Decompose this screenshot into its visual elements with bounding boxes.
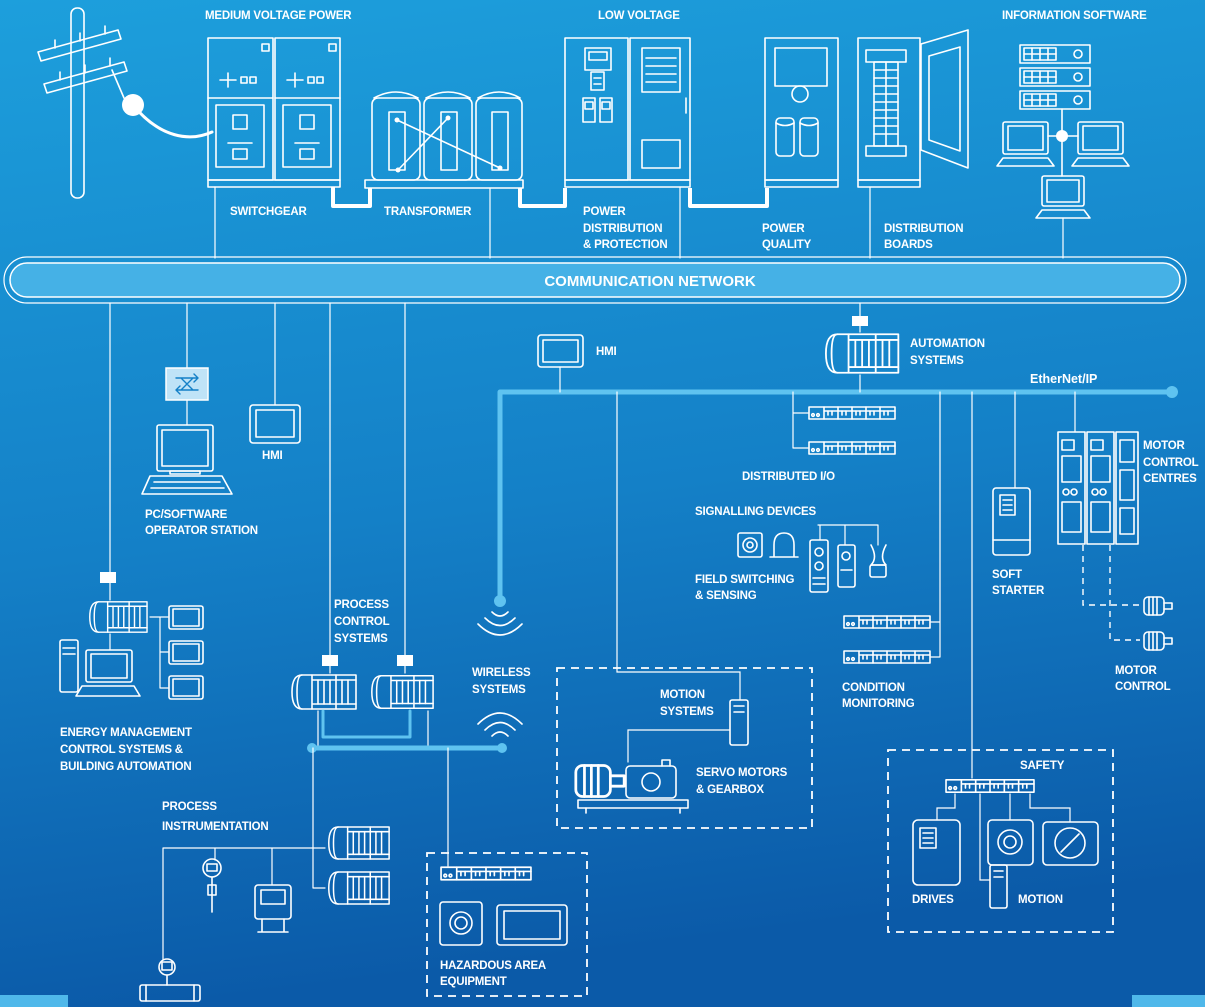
distribution-boards-label: DISTRIBUTION BOARDS xyxy=(884,223,966,251)
transformer-label: TRANSFORMER xyxy=(384,206,472,218)
network-switch-icon xyxy=(165,367,209,401)
motor-control-links xyxy=(1082,545,1140,641)
corner-tab-right xyxy=(1132,995,1205,1007)
automation-systems-label: AUTOMATION SYSTEMS xyxy=(910,338,988,367)
wireless-upper-icon xyxy=(477,611,523,636)
energy-management-icon xyxy=(59,572,204,700)
switchgear-icon xyxy=(207,37,341,188)
process-bus xyxy=(307,743,507,753)
network-drop-lines-bottom xyxy=(109,302,861,656)
power-distribution-panel-icon xyxy=(564,37,691,188)
power-distribution-label: POWER DISTRIBUTION & PROTECTION xyxy=(583,206,668,251)
information-software-icon xyxy=(996,44,1130,219)
hmi-center-icon xyxy=(537,334,584,393)
corner-tab-left xyxy=(0,995,68,1007)
energy-management-label: ENERGY MANAGEMENT CONTROL SYSTEMS & BUIL… xyxy=(60,727,195,773)
power-quality-label: POWER QUALITY xyxy=(762,223,812,251)
condition-monitoring-label: CONDITION MONITORING xyxy=(842,682,915,710)
power-quality-cabinet-icon xyxy=(764,37,839,188)
communication-network-bar xyxy=(3,256,1187,304)
signalling-devices-icon xyxy=(737,532,799,558)
safety-box xyxy=(887,749,1114,933)
lv-power-quality-link xyxy=(688,188,769,208)
operator-station-label: PC/SOFTWARE OPERATOR STATION xyxy=(145,509,258,537)
utility-pole-icon xyxy=(37,7,214,199)
switchgear-label: SWITCHGEAR xyxy=(230,206,307,218)
motion-label: MOTION xyxy=(1018,894,1063,906)
process-instrumentation-label: PROCESS INSTRUMENTATION xyxy=(162,801,268,833)
information-software-label: INFORMATION SOFTWARE xyxy=(1002,10,1147,22)
motor-control-label: MOTOR CONTROL xyxy=(1115,665,1171,693)
distributed-io-label: DISTRIBUTED I/O xyxy=(742,471,835,483)
hazardous-area-label: HAZARDOUS AREA EQUIPMENT xyxy=(440,960,549,988)
soft-starter-label: SOFT STARTER xyxy=(992,569,1045,597)
ethernet-ip-bus xyxy=(494,386,1178,607)
hmi-center-label: HMI xyxy=(596,346,616,358)
motion-systems-label: MOTION SYSTEMS xyxy=(660,689,714,718)
hmi-left-icon xyxy=(249,404,301,444)
field-switching-sensing-icon xyxy=(809,524,887,593)
soft-starter-icon xyxy=(992,391,1031,556)
automation-systems-icon xyxy=(824,316,900,393)
distributed-io-icon xyxy=(792,391,896,455)
field-switching-label: FIELD SWITCHING & SENSING xyxy=(695,574,797,602)
ethernet-ip-label: EtherNet/IP xyxy=(1030,372,1097,386)
servo-motors-label: SERVO MOTORS & GEARBOX xyxy=(696,767,790,796)
signalling-devices-label: SIGNALLING DEVICES xyxy=(695,506,817,518)
medium-voltage-power-label: MEDIUM VOLTAGE POWER xyxy=(205,10,352,22)
communication-network-label: COMMUNICATION NETWORK xyxy=(544,273,756,290)
process-instrumentation-icon xyxy=(139,747,390,1002)
motor-control-centres-icon xyxy=(1057,391,1139,545)
wireless-lower-icon xyxy=(477,712,523,737)
hmi-left-label: HMI xyxy=(262,450,282,462)
drives-label: DRIVES xyxy=(912,894,954,906)
motor-control-centres-label: MOTOR CONTROL CENTRES xyxy=(1143,440,1201,485)
motion-feed-line xyxy=(616,391,741,701)
wireless-systems-label: WIRELESS SYSTEMS xyxy=(472,667,533,696)
switchgear-transformer-link xyxy=(331,187,372,208)
transformer-lv-link xyxy=(518,188,567,208)
condition-monitoring-icon xyxy=(843,391,941,664)
process-control-systems-icon xyxy=(291,655,434,749)
network-drop-lines-top xyxy=(214,186,1064,259)
distribution-board-icon xyxy=(857,29,969,188)
low-voltage-label: LOW VOLTAGE xyxy=(598,10,680,22)
pc-operator-station-icon xyxy=(141,424,233,495)
motion-systems-box xyxy=(556,667,813,829)
process-control-systems-label: PROCESS CONTROL SYSTEMS xyxy=(334,599,392,645)
transformer-icon xyxy=(364,91,524,189)
safety-label: SAFETY xyxy=(1020,760,1065,772)
hazardous-area-box xyxy=(426,852,588,997)
